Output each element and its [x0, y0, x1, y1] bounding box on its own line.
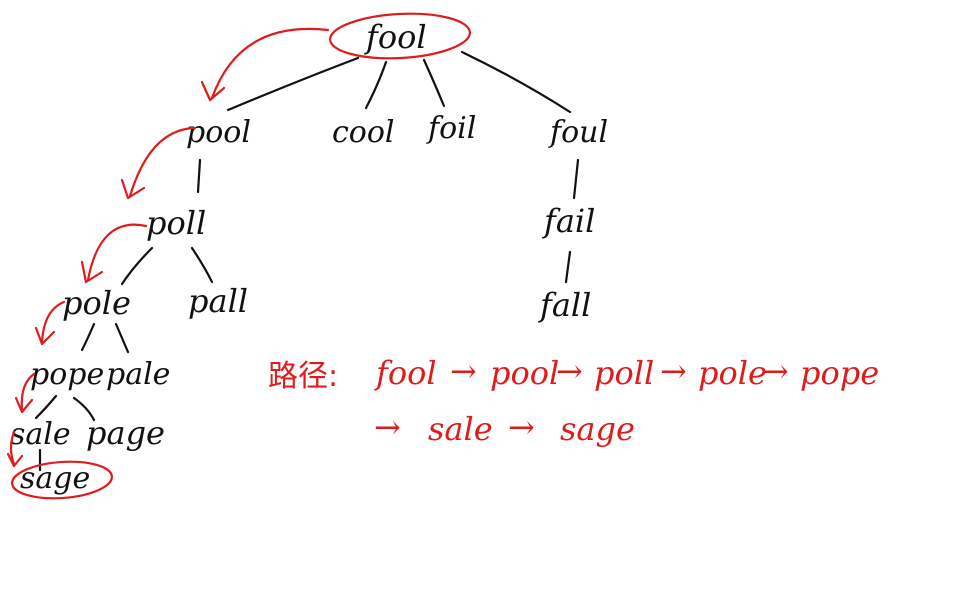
path-arrow-2: →	[556, 352, 583, 390]
arrow-pope-sale	[20, 372, 36, 412]
node-poll: poll	[146, 204, 206, 242]
path-arrow-6: →	[508, 408, 535, 446]
node-pope: pope	[30, 357, 104, 392]
arrowhead-poll-pole	[80, 260, 104, 284]
edge-foul-fail	[572, 158, 580, 200]
edge-poll-pole	[120, 246, 154, 286]
tree-edges	[34, 50, 580, 472]
tree-nodes: fool pool cool foil foul poll fail pole …	[10, 18, 608, 496]
arrowhead-sale-sage	[6, 452, 24, 468]
edge-pole-pope	[80, 322, 96, 352]
path-arrow-3: →	[660, 352, 687, 390]
node-pole: pole	[62, 284, 131, 322]
path-arrow-4: →	[762, 352, 789, 390]
path-arrow-1: →	[450, 352, 477, 390]
node-foil: foil	[426, 111, 476, 146]
node-fall: fall	[538, 286, 591, 324]
path-label: 路径:	[268, 359, 338, 394]
arrow-fool-pool	[210, 27, 330, 100]
arrow-pool-poll	[128, 126, 196, 198]
path-summary: 路径: fool → pool → poll → pole → pope → s…	[268, 352, 879, 448]
arrowhead-pool-poll	[120, 178, 146, 200]
arrowhead-pole-pope	[34, 326, 56, 346]
edge-pool-poll	[196, 158, 202, 194]
node-page: page	[86, 414, 165, 452]
arrow-sale-sage	[9, 430, 16, 466]
node-pall: pall	[188, 282, 248, 320]
arrow-poll-pole	[86, 223, 148, 282]
path-step-4: pole	[698, 354, 767, 392]
edge-fool-cool	[364, 60, 388, 110]
path-step-1: fool	[374, 354, 437, 392]
node-cool: cool	[332, 115, 395, 150]
edge-fool-pool	[226, 56, 360, 112]
path-highlights	[6, 12, 472, 500]
edge-fail-fall	[564, 250, 572, 284]
node-foul: foul	[548, 115, 608, 150]
arrowhead-fool-pool	[200, 80, 226, 102]
path-step-6: sale	[428, 410, 493, 448]
node-sale: sale	[10, 417, 71, 452]
path-step-2: pool	[490, 354, 559, 392]
arrow-pole-pope	[40, 300, 66, 344]
edge-pope-sale	[34, 394, 58, 420]
circle-sage	[11, 460, 113, 500]
node-fool: fool	[364, 18, 427, 56]
edge-fool-foul	[460, 50, 572, 114]
edge-pope-page	[72, 396, 96, 422]
node-pool: pool	[186, 115, 251, 150]
node-pale: pale	[106, 357, 170, 392]
edge-fool-foil	[422, 58, 446, 108]
path-arrow-5: →	[374, 408, 401, 446]
edge-pole-pale	[114, 322, 130, 354]
path-step-7: sage	[560, 410, 635, 448]
edge-poll-pall	[190, 246, 214, 284]
path-step-3: poll	[594, 354, 654, 392]
node-sage: sage	[20, 461, 90, 496]
arrowhead-pope-sale	[14, 396, 34, 414]
node-fail: fail	[542, 202, 595, 240]
circle-fool	[328, 12, 472, 60]
path-step-5: pope	[800, 354, 879, 392]
